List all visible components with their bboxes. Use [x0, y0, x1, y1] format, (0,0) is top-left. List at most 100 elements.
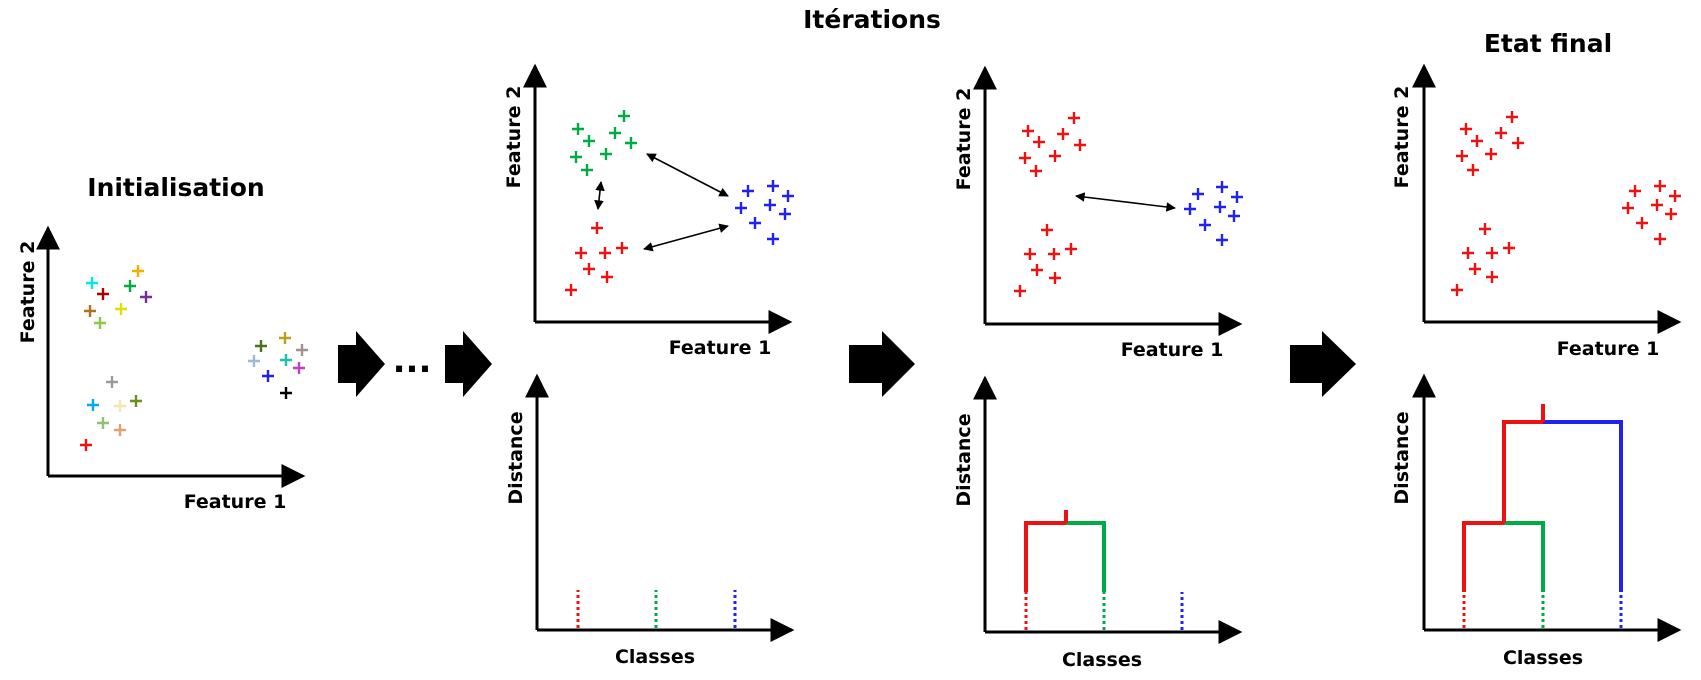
point-red	[1654, 233, 1666, 245]
point-green	[583, 135, 595, 147]
y-axis-label: Feature 2	[1391, 86, 1413, 189]
point-blue	[1228, 210, 1240, 222]
merge-branch-red	[1024, 521, 1066, 592]
point-green	[581, 164, 593, 176]
data-point	[248, 355, 260, 367]
initial-points	[80, 265, 308, 451]
point-green	[609, 127, 621, 139]
data-point	[97, 417, 109, 429]
x-axis-label: Feature 1	[184, 491, 287, 513]
point-red	[1048, 248, 1060, 260]
initial-scatter-panel: Feature 2 Feature 1	[17, 225, 308, 513]
point-red	[1486, 247, 1498, 259]
x-axis-label: Feature 1	[1121, 339, 1224, 361]
data-point	[80, 439, 92, 451]
data-point	[132, 265, 144, 277]
point-red	[599, 247, 611, 259]
iteration2-dendrogram-panel: Distance Classes	[953, 375, 1243, 671]
iteration1-scatter-panel: Feature 2 Feature 1	[503, 63, 794, 359]
merge2-branch-blue	[1543, 420, 1623, 592]
final-scatter-panel: Feature 2 Feature 1	[1391, 63, 1682, 360]
title-final-state: Etat final	[1484, 29, 1612, 58]
next-step-arrow-1	[338, 331, 385, 397]
point-red	[1462, 247, 1474, 259]
data-point	[262, 370, 274, 382]
distance-arrow-red-blue	[1075, 192, 1176, 212]
point-red	[601, 271, 613, 283]
point-blue	[749, 217, 761, 229]
merge1-branch-red	[1462, 521, 1504, 592]
point-blue	[1192, 188, 1204, 200]
point-red	[1065, 243, 1077, 255]
next-step-arrow-4	[1290, 331, 1356, 397]
next-step-arrow-2	[445, 331, 492, 397]
x-axis-label: Feature 1	[669, 337, 772, 359]
point-red	[1451, 284, 1463, 296]
distance-arrow-green-blue	[646, 153, 729, 197]
final-points	[1451, 111, 1681, 296]
point-red	[1033, 136, 1045, 148]
point-red	[1485, 148, 1497, 160]
data-point	[106, 376, 118, 388]
y-axis-label: Feature 2	[953, 88, 975, 191]
point-red	[1030, 165, 1042, 177]
merge2-branch-red	[1502, 420, 1543, 523]
point-red	[1467, 164, 1479, 176]
data-point	[255, 340, 267, 352]
x-axis-label: Feature 1	[1557, 338, 1660, 360]
data-point	[296, 344, 308, 356]
point-green	[572, 123, 584, 135]
point-green	[618, 110, 630, 122]
iteration2-scatter-panel: Feature 2 Feature 1	[953, 65, 1243, 361]
data-point	[97, 288, 109, 300]
point-red	[591, 222, 603, 234]
point-blue	[735, 202, 747, 214]
title-iterations: Itérations	[803, 5, 941, 34]
y-axis-label: Distance	[953, 413, 975, 506]
iteration1-dendrogram-panel: Distance Classes	[505, 373, 795, 668]
point-red	[1669, 190, 1681, 202]
iteration2-points	[1014, 112, 1243, 297]
point-blue	[1216, 181, 1228, 193]
point-red	[1057, 128, 1069, 140]
point-red	[565, 284, 577, 296]
point-red	[1014, 285, 1026, 297]
data-point	[114, 424, 126, 436]
point-blue	[767, 233, 779, 245]
point-red	[1629, 185, 1641, 197]
data-point	[140, 291, 152, 303]
data-point	[87, 399, 99, 411]
data-point	[124, 280, 136, 292]
point-red	[1503, 242, 1515, 254]
point-blue	[1184, 203, 1196, 215]
point-red	[1049, 272, 1061, 284]
y-axis-label: Feature 2	[17, 241, 39, 344]
next-step-arrow-3	[849, 331, 915, 397]
x-axis-label: Classes	[1062, 649, 1142, 671]
title-initialisation: Initialisation	[87, 173, 264, 202]
point-red	[1469, 263, 1481, 275]
point-red	[1512, 137, 1524, 149]
point-blue	[779, 208, 791, 220]
point-red	[1665, 208, 1677, 220]
point-red	[616, 242, 628, 254]
point-blue	[1231, 191, 1243, 203]
flow-arrows: ...	[338, 331, 1356, 397]
point-red	[1636, 217, 1648, 229]
data-point	[293, 362, 305, 374]
point-red	[1651, 199, 1663, 211]
data-point	[280, 354, 292, 366]
point-blue	[764, 199, 776, 211]
point-red	[1506, 111, 1518, 123]
iteration1-points	[565, 110, 794, 296]
data-point	[114, 400, 126, 412]
x-axis-label: Classes	[1503, 647, 1583, 669]
point-red	[1486, 271, 1498, 283]
distance-arrow-red-blue	[643, 223, 729, 252]
point-blue	[1214, 201, 1226, 213]
final-dendrogram-panel: Distance Classes	[1391, 373, 1682, 669]
point-red	[1456, 150, 1468, 162]
point-green	[600, 148, 612, 160]
data-point	[280, 387, 292, 399]
point-red	[1041, 224, 1053, 236]
